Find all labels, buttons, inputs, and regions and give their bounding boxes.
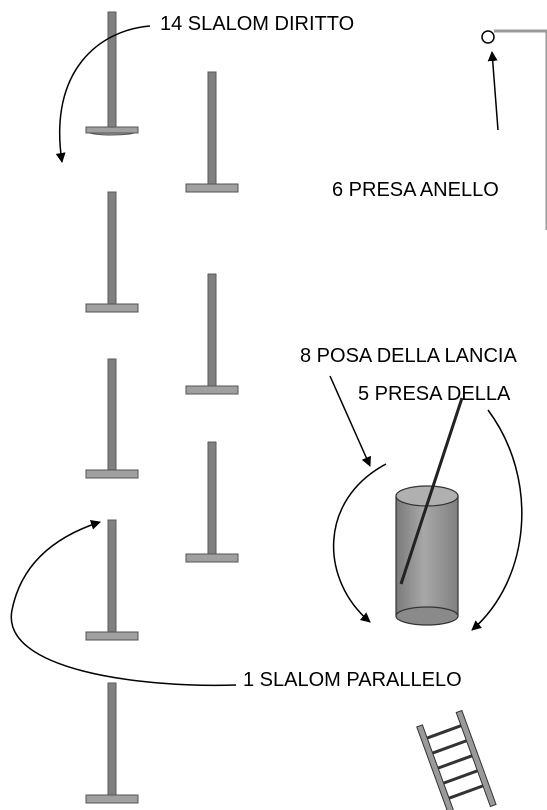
label-presa-anello: 6 PRESA ANELLO [332,179,499,201]
ladder-icon [416,709,497,810]
slalom-pole-icon [85,11,139,136]
presa-anello-arrow [487,51,499,131]
cylinder-left-arrow [332,463,387,623]
label-slalom-diritto: 14 SLALOM DIRITTO [160,13,355,35]
slalom-pole-icon [85,519,139,641]
posa-lancia-arrow [329,375,371,467]
slalom-diritto-arrow [55,25,151,163]
label-slalom-parallelo: 1 SLALOM PARALLELO [243,669,462,691]
slalom-pole-icon [185,441,239,563]
lance-icon [399,397,464,585]
slalom-pole-icon [185,71,239,193]
slalom-parallelo-arrow [10,520,237,687]
cylinder-stand-icon [395,485,459,626]
ring-frame [494,29,547,230]
ring-icon [481,30,495,44]
slalom-pole-icon [185,273,239,395]
label-presa-della: 5 PRESA DELLA [358,383,511,405]
slalom-pole-icon [85,358,139,479]
label-posa-lancia: 8 POSA DELLA LANCIA [300,345,517,367]
cylinder-right-arrow [471,409,523,631]
slalom-pole-icon [85,682,139,804]
slalom-pole-icon [85,191,139,313]
